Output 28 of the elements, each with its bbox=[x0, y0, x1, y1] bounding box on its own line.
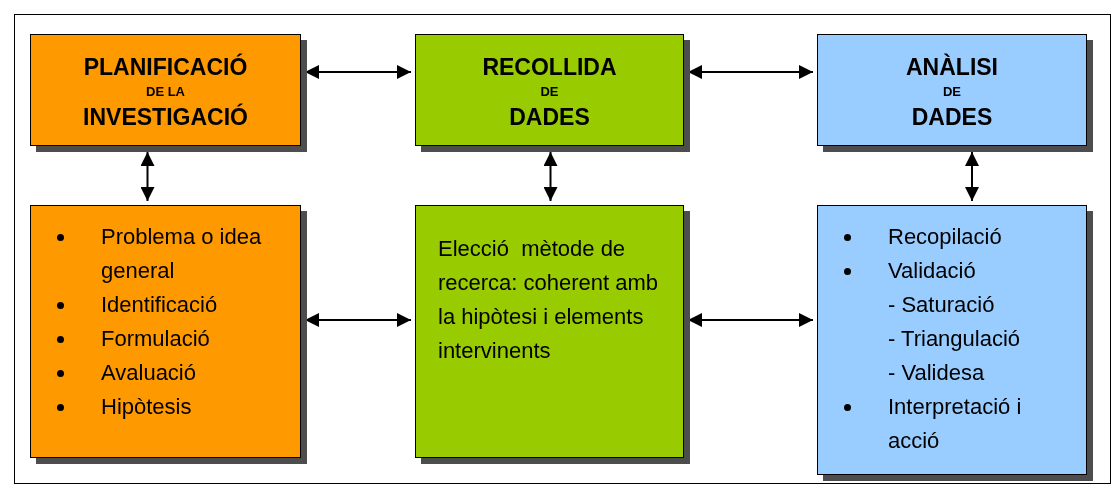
bullet-text: Recopilació bbox=[888, 224, 1002, 249]
double-arrow bbox=[687, 313, 814, 327]
double-arrow bbox=[687, 65, 814, 79]
sub-item: - Saturació bbox=[887, 291, 996, 319]
bullet-text: Identificació bbox=[101, 292, 218, 317]
stage-heading: PLANIFICACIÓ bbox=[83, 53, 248, 81]
heading-connector-text: DE bbox=[942, 83, 962, 101]
double-arrow bbox=[140, 151, 155, 202]
bullet-text: Problema o idea general bbox=[101, 224, 263, 283]
sub-item: - Triangulació bbox=[887, 325, 1022, 353]
sub-item: - Validesa bbox=[887, 359, 986, 387]
bullet-text: Validació bbox=[888, 258, 976, 283]
stage-heading: DADES bbox=[911, 103, 993, 131]
double-arrow bbox=[543, 151, 558, 202]
stage-heading: DADES bbox=[509, 103, 590, 131]
double-arrow bbox=[965, 151, 979, 202]
bullet-text: Formulació bbox=[101, 326, 210, 351]
bullet-text: Interpretació i acció bbox=[888, 394, 1023, 453]
stage-heading: ANÀLISI bbox=[906, 53, 998, 81]
double-arrow bbox=[304, 313, 412, 327]
double-arrow bbox=[304, 65, 412, 79]
stage-heading: RECOLLIDA bbox=[482, 53, 617, 81]
heading-connector-text: DE bbox=[540, 83, 559, 101]
stage-heading: INVESTIGACIÓ bbox=[83, 103, 248, 131]
bullet-text: Hipòtesis bbox=[101, 394, 192, 419]
description-text: Elecció mètode de recerca: coherent amb la hipòtesi i elements intervinents bbox=[437, 235, 660, 365]
bullet-text: Avaluació bbox=[101, 360, 196, 385]
heading-connector-text: DE LA bbox=[146, 83, 185, 101]
